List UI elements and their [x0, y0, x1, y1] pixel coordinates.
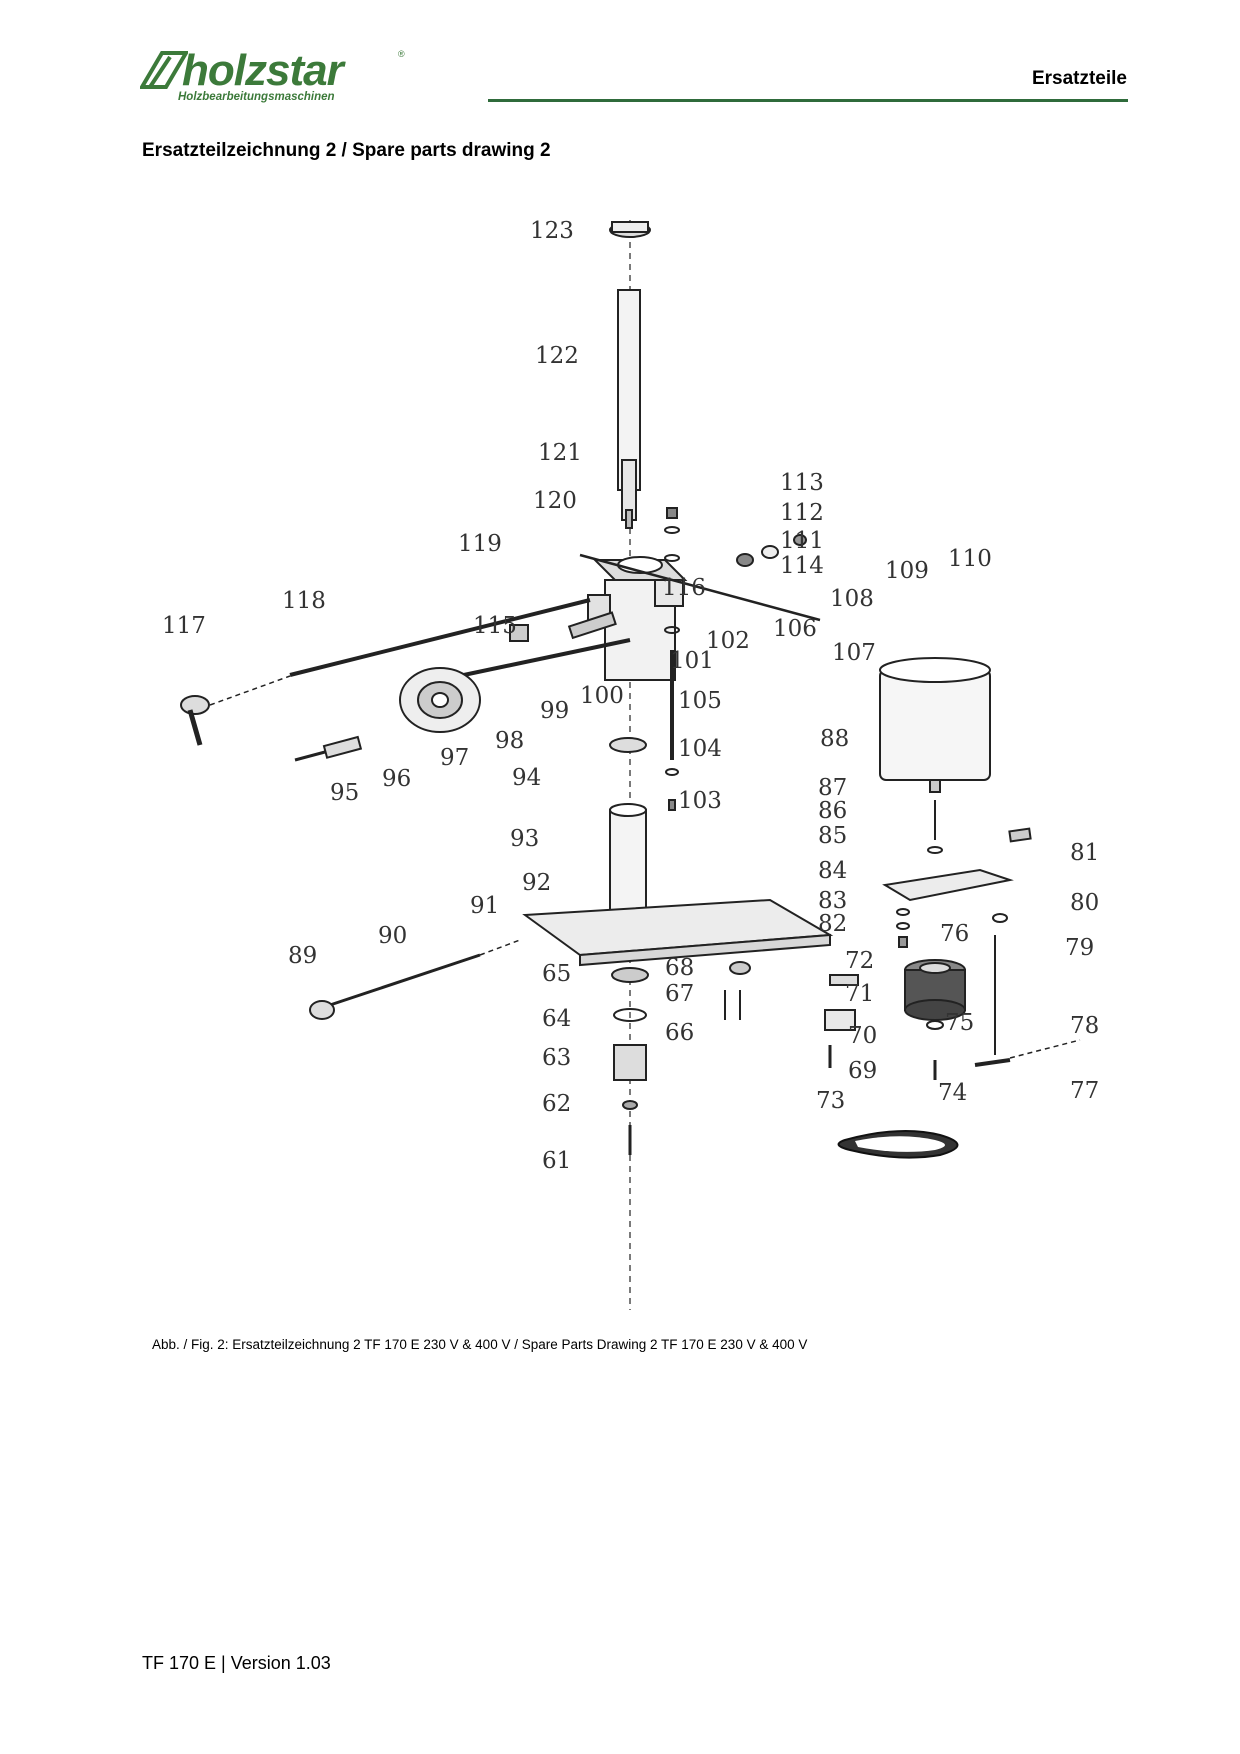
callout-75: 75: [945, 1010, 975, 1036]
callout-64: 64: [542, 1006, 572, 1032]
callout-108: 108: [830, 586, 874, 612]
callout-67: 67: [665, 981, 695, 1007]
callout-71: 71: [845, 981, 875, 1007]
callout-100: 100: [580, 683, 624, 709]
callout-72: 72: [845, 948, 875, 974]
callout-97: 97: [440, 745, 470, 771]
registered-mark: ®: [398, 49, 405, 59]
callout-121: 121: [538, 440, 582, 466]
callout-87: 87: [818, 775, 848, 801]
callout-84: 84: [818, 858, 848, 884]
header-divider: [488, 99, 1128, 102]
callout-101: 101: [670, 648, 714, 674]
callout-88: 88: [820, 726, 850, 752]
brand-tagline: Holzbearbeitungsmaschinen: [178, 91, 335, 103]
callout-89: 89: [288, 943, 318, 969]
page-footer: TF 170 E | Version 1.03: [142, 1653, 331, 1673]
part-76-pulley: [904, 959, 966, 1021]
callout-99: 99: [540, 698, 570, 724]
callout-83: 83: [818, 888, 848, 914]
callout-112: 112: [780, 500, 824, 526]
part-123-nut: [609, 221, 651, 238]
part-122-spindle: [617, 289, 641, 521]
callout-80: 80: [1070, 890, 1100, 916]
part-117-handle: [180, 695, 210, 746]
callout-117: 117: [162, 613, 206, 639]
part-88-motor: [879, 657, 991, 793]
callout-94: 94: [512, 765, 542, 791]
callout-79: 79: [1065, 935, 1095, 961]
callout-114: 114: [780, 553, 824, 579]
callout-82: 82: [818, 911, 848, 937]
callout-90: 90: [378, 923, 408, 949]
callout-66: 66: [665, 1020, 695, 1046]
callout-77: 77: [1070, 1078, 1100, 1104]
brand-name: holzstar: [182, 46, 344, 95]
callout-65: 65: [542, 961, 572, 987]
callout-104: 104: [678, 736, 722, 762]
callout-68: 68: [665, 955, 695, 981]
page-title: Ersatzteilzeichnung 2 / Spare parts draw…: [142, 140, 551, 161]
exploded-view-graphic: [180, 220, 1081, 1310]
callout-120: 120: [533, 488, 577, 514]
callout-81: 81: [1070, 840, 1100, 866]
part-73-belt: [837, 1130, 959, 1159]
callout-109: 109: [885, 558, 929, 584]
figure-caption: Abb. / Fig. 2: Ersatzteilzeichnung 2 TF …: [152, 1337, 808, 1352]
callout-119: 119: [458, 531, 502, 557]
callout-118: 118: [282, 588, 326, 614]
callout-107: 107: [832, 640, 876, 666]
callout-61: 61: [542, 1148, 572, 1174]
brand-logo: holzstar ® Holzbearbeitungsmaschinen: [140, 45, 420, 110]
callout-122: 122: [535, 343, 579, 369]
part-93-column: [609, 803, 647, 921]
callout-78: 78: [1070, 1013, 1100, 1039]
callout-113: 113: [780, 470, 824, 496]
callout-111: 111: [780, 528, 824, 554]
callout-115: 115: [473, 613, 517, 639]
callout-63: 63: [542, 1045, 572, 1071]
callout-93: 93: [510, 826, 540, 852]
callout-62: 62: [542, 1091, 572, 1117]
callout-123: 123: [530, 218, 574, 244]
callout-70: 70: [848, 1023, 878, 1049]
callout-73: 73: [816, 1088, 846, 1114]
callout-69: 69: [848, 1058, 878, 1084]
callout-98: 98: [495, 728, 525, 754]
callout-116: 116: [662, 575, 706, 601]
callout-92: 92: [522, 870, 552, 896]
callout-86: 86: [818, 798, 848, 824]
spare-parts-drawing: 123 122 121 120 119 118 117 116 115 114 …: [140, 200, 1120, 1330]
logo-mark-icon: [140, 51, 188, 89]
callout-91: 91: [470, 893, 500, 919]
callout-110: 110: [948, 546, 992, 572]
callout-106: 106: [773, 616, 817, 642]
section-label: Ersatzteile: [1031, 68, 1127, 89]
part-99-pulley: [399, 667, 481, 733]
callout-103: 103: [678, 788, 722, 814]
callout-96: 96: [382, 766, 412, 792]
callout-76: 76: [940, 921, 970, 947]
callout-85: 85: [818, 823, 848, 849]
callout-105: 105: [678, 688, 722, 714]
callout-95: 95: [330, 780, 360, 806]
callout-102: 102: [706, 628, 750, 654]
callout-74: 74: [938, 1080, 968, 1106]
